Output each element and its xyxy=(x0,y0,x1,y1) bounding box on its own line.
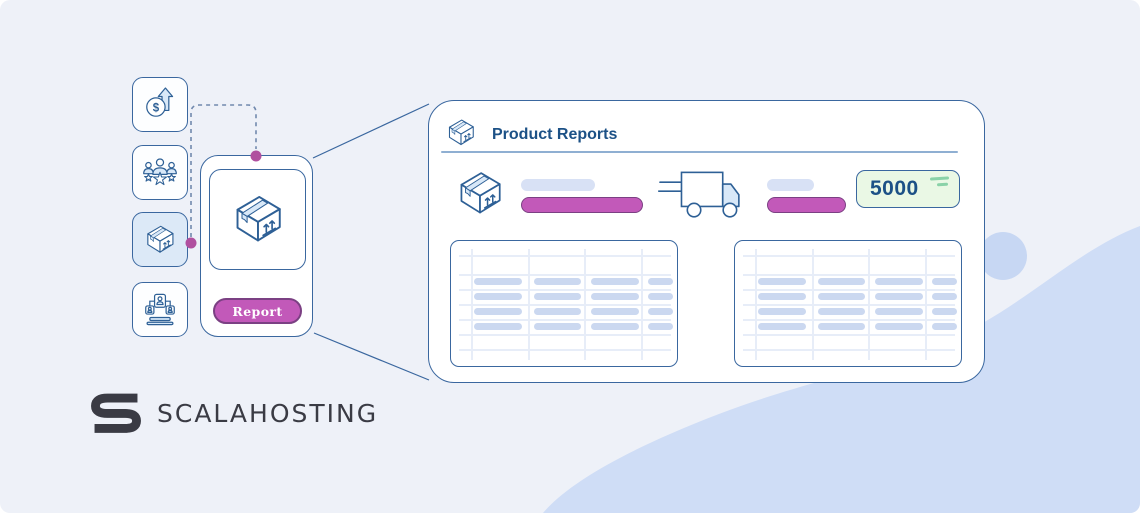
skeleton-bar xyxy=(818,323,865,330)
skeleton-bar xyxy=(932,278,957,285)
product-box-icon xyxy=(226,188,290,252)
grid-line xyxy=(459,274,671,276)
sidebar-item-product-box[interactable] xyxy=(132,212,188,267)
sidebar-item-revenue-growth[interactable] xyxy=(132,77,188,132)
panel-title: Product Reports xyxy=(492,126,618,143)
skeleton-bar xyxy=(932,293,957,300)
skeleton-bar xyxy=(648,293,673,300)
skeleton-bar xyxy=(591,278,639,285)
product-box-icon xyxy=(451,165,509,223)
skeleton-bar xyxy=(932,308,957,315)
grid-line xyxy=(743,289,955,291)
skeleton-bar xyxy=(875,323,923,330)
skeleton-bar xyxy=(875,308,923,315)
skeleton-bar xyxy=(818,278,865,285)
scalahosting-logo-mark xyxy=(91,393,141,433)
customer-rating-icon xyxy=(141,154,179,192)
grid-line xyxy=(743,255,955,257)
revenue-growth-icon xyxy=(141,86,179,124)
skeleton-bar xyxy=(648,278,673,285)
quantity-badge: 5000 xyxy=(856,170,960,208)
scalahosting-logo: SCALAHOSTING xyxy=(88,390,378,436)
header-divider xyxy=(441,151,958,153)
background-circle xyxy=(979,232,1027,280)
grid-line xyxy=(459,319,671,321)
report-table xyxy=(450,240,678,367)
skeleton-bar xyxy=(648,323,673,330)
skeleton-bar xyxy=(758,278,806,285)
grid-line xyxy=(459,349,671,351)
skeleton-bar xyxy=(534,293,581,300)
skeleton-bar xyxy=(474,308,522,315)
skeleton-bar xyxy=(648,308,673,315)
delivery-truck-icon xyxy=(658,167,748,219)
skeleton-bar xyxy=(818,308,865,315)
product-box-frame xyxy=(209,169,306,270)
team-devices-icon xyxy=(141,291,179,329)
label-placeholder-bar xyxy=(521,179,595,191)
skeleton-bar xyxy=(758,308,806,315)
badge-dash xyxy=(929,176,950,181)
report-table xyxy=(734,240,962,367)
skeleton-bar xyxy=(591,293,639,300)
zoom-callout-line xyxy=(312,103,430,159)
skeleton-bar xyxy=(932,323,957,330)
grid-line xyxy=(743,334,955,336)
skeleton-bar xyxy=(534,278,581,285)
skeleton-bar xyxy=(591,308,639,315)
skeleton-bar xyxy=(875,293,923,300)
grid-line xyxy=(743,349,955,351)
skeleton-bar xyxy=(474,278,522,285)
skeleton-bar xyxy=(474,293,522,300)
report-button[interactable]: Report xyxy=(213,298,302,324)
skeleton-bar xyxy=(534,308,581,315)
sidebar-item-customer-rating[interactable] xyxy=(132,145,188,200)
skeleton-bar xyxy=(875,278,923,285)
skeleton-bar xyxy=(591,323,639,330)
grid-line xyxy=(459,334,671,336)
skeleton-bar xyxy=(758,293,806,300)
grid-line xyxy=(743,319,955,321)
badge-dash xyxy=(936,182,949,186)
skeleton-bar xyxy=(534,323,581,330)
skeleton-bar xyxy=(474,323,522,330)
grid-line xyxy=(459,255,671,257)
sidebar-item-team-devices[interactable] xyxy=(132,282,188,337)
quantity-value: 5000 xyxy=(870,177,919,200)
value-highlight-bar xyxy=(767,197,846,213)
label-placeholder-bar xyxy=(767,179,814,191)
sidebar-icon-column xyxy=(132,0,188,513)
product-box-icon xyxy=(443,115,479,151)
scalahosting-logo-text: SCALAHOSTING xyxy=(157,398,379,428)
product-report-card: Report xyxy=(200,155,313,337)
grid-line xyxy=(743,304,955,306)
grid-line xyxy=(743,274,955,276)
grid-line xyxy=(459,304,671,306)
product-box-icon xyxy=(141,221,179,259)
value-highlight-bar xyxy=(521,197,643,213)
skeleton-bar xyxy=(818,293,865,300)
grid-line xyxy=(459,289,671,291)
skeleton-bar xyxy=(758,323,806,330)
zoom-callout-line xyxy=(313,332,430,381)
